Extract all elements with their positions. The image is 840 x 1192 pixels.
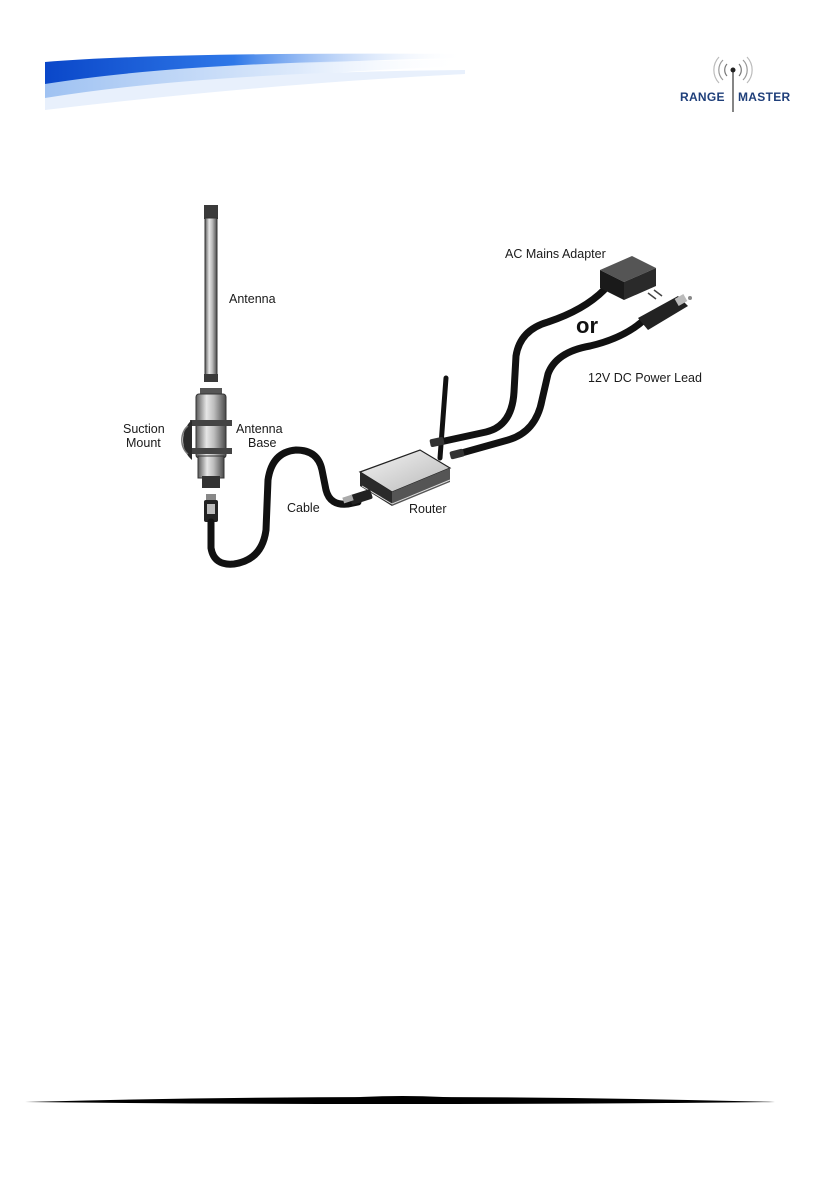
label-antenna: Antenna (229, 292, 276, 306)
label-or: or (576, 313, 598, 338)
label-cable: Cable (287, 501, 320, 515)
footer-divider (25, 1090, 775, 1110)
suction-mount-icon (182, 420, 192, 460)
label-suction-mount-line-2: Mount (126, 436, 161, 450)
usb-plug-base-icon (204, 494, 218, 522)
label-antenna-base-line-2: Base (248, 436, 277, 450)
antenna-whip-icon (204, 205, 218, 382)
car-plug-icon (638, 294, 692, 330)
ac-adapter-icon (600, 256, 662, 300)
label-ac-mains-adapter: AC Mains Adapter (505, 247, 606, 261)
usb-cable-icon (211, 450, 358, 564)
label-12v-dc-power-lead: 12V DC Power Lead (588, 371, 702, 385)
label-router: Router (409, 502, 447, 516)
label-suction-mount-line-1: Suction (123, 422, 165, 436)
antenna-base-icon (190, 388, 232, 488)
label-antenna-base-line-1: Antenna (236, 422, 283, 436)
